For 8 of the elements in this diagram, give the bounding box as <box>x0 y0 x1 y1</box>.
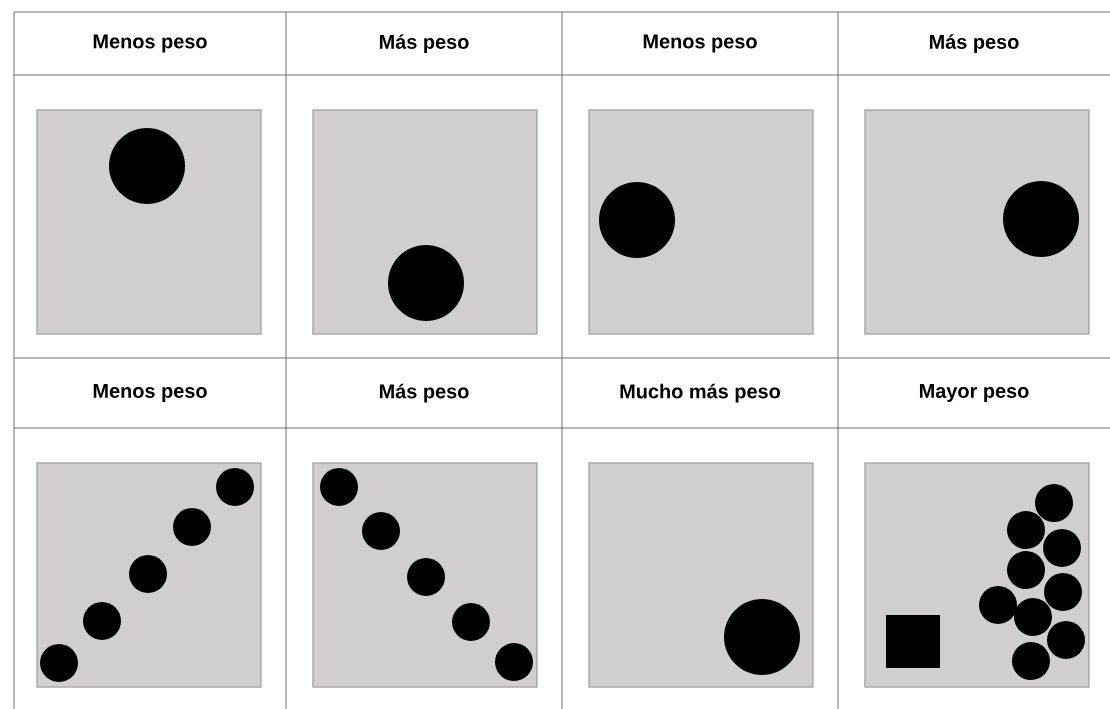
column-header: Más peso <box>929 34 1019 53</box>
column-header: Mucho más peso <box>620 383 781 403</box>
column-header: Mayor peso <box>919 384 1029 402</box>
column-header: Menos peso <box>93 34 207 53</box>
column-header: Menos peso <box>643 34 757 53</box>
column-header: Más peso <box>379 383 469 403</box>
column-header: Más peso <box>379 34 469 53</box>
column-header: Menos peso <box>93 384 207 402</box>
